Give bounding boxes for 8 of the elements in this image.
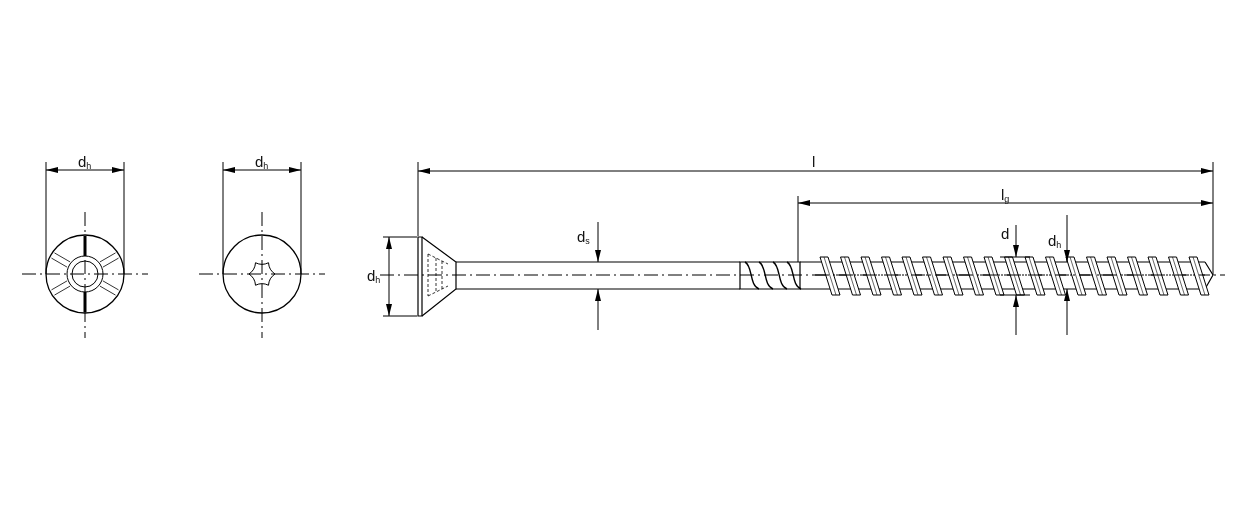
dimension-label: d$_{h}$	[78, 154, 92, 173]
dimension-label: l$_{g}$	[1001, 187, 1010, 206]
dimension-label: d$_{h}$	[367, 268, 381, 287]
dimension-label: d$_{h}$	[255, 154, 269, 173]
dimension-label: d$_{s}$	[577, 229, 590, 248]
dimension-label: d	[1001, 226, 1010, 242]
dimension-label: l	[812, 154, 816, 170]
dimension-label: d$_{h}$	[1048, 233, 1062, 252]
